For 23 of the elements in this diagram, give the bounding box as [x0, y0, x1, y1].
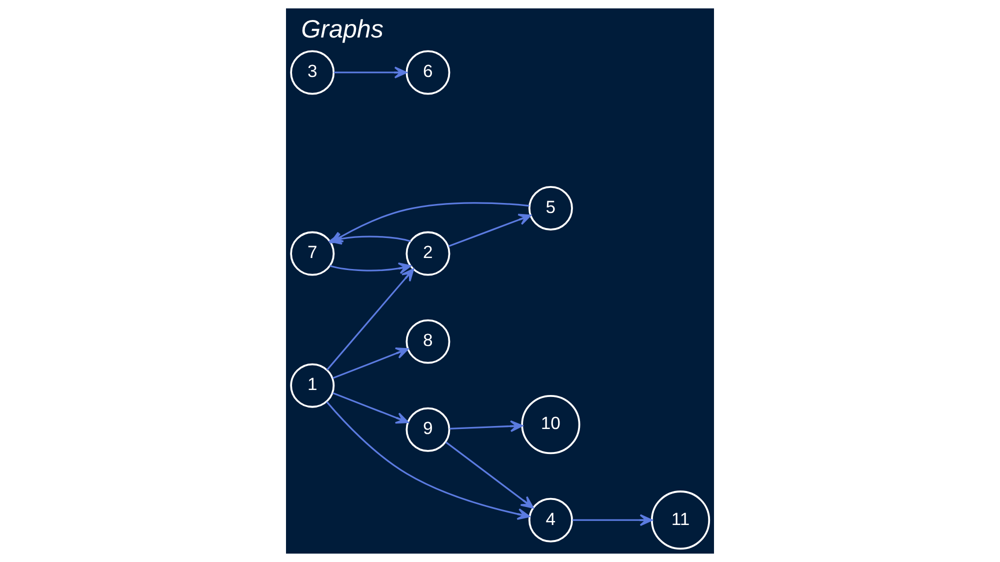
arrow — [326, 401, 530, 520]
node-circle: 11 — [650, 490, 710, 550]
node-circle: 6 — [406, 50, 450, 95]
arrow — [330, 262, 412, 274]
arrow — [445, 442, 534, 508]
arrow — [448, 214, 532, 248]
node-circle: 5 — [528, 186, 573, 231]
node-circle: 9 — [406, 407, 450, 452]
arrow — [332, 347, 409, 379]
arrow — [326, 268, 414, 370]
node-circle: 1 — [290, 363, 335, 408]
arrow — [334, 66, 408, 78]
node-circle: 4 — [528, 498, 573, 542]
arrow — [330, 202, 530, 244]
node-circle: 2 — [406, 231, 450, 276]
arrow — [450, 420, 523, 432]
arrow — [572, 514, 653, 526]
diagram-title: Graphs — [301, 15, 384, 44]
node-circle: 8 — [406, 319, 450, 364]
arrow — [332, 392, 409, 424]
node-circle: 10 — [521, 395, 580, 454]
node-circle: 7 — [290, 231, 335, 276]
node-circle: 3 — [290, 50, 335, 95]
